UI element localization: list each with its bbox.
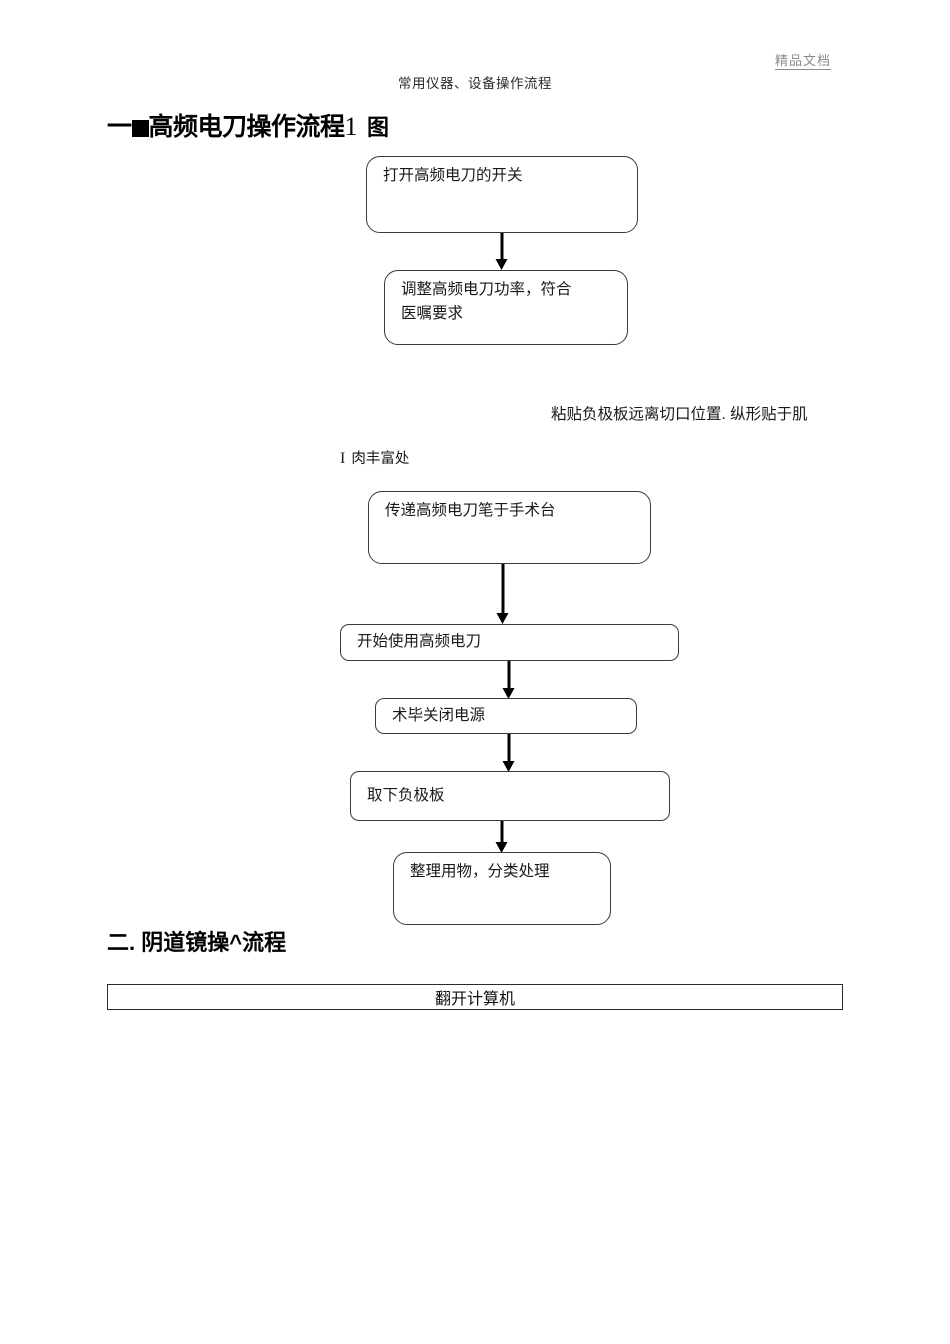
flow-node-label: 打开高频电刀的开关: [383, 167, 523, 184]
document-header: 常用仪器、设备操作流程: [398, 76, 552, 91]
flow-node-deliver-pen[interactable]: 传递高频电刀笔于手术台: [368, 491, 651, 564]
note-text-muscle-area: I 肉丰富处: [340, 447, 409, 468]
flow-node-label: 开始使用高频电刀: [357, 633, 482, 651]
heading-prefix: 一: [107, 113, 132, 141]
flow-node-label: 取下负极板: [367, 786, 445, 804]
watermark-text: 精品文档: [775, 53, 832, 71]
black-square-glyph: [131, 120, 149, 137]
flow-node-open-switch[interactable]: 打开高频电刀的开关: [366, 156, 638, 233]
flow-node-adjust-power[interactable]: 调整高频电刀功率，符合 医嘱要求: [384, 270, 628, 345]
flow-node-power-off[interactable]: 术毕关闭电源: [375, 698, 637, 734]
note-text-electrode-placement: 粘贴负极板远离切口位置. 纵形贴于肌: [551, 406, 808, 423]
heading-number: 1: [344, 112, 358, 141]
flow-node-label: 术毕关闭电源: [392, 706, 486, 724]
note-text: 肉丰富处: [351, 451, 410, 467]
flow-node-label: 翻开计算机: [434, 991, 515, 1008]
section-heading-2: 二. 阴道镜操^流程: [107, 930, 287, 955]
flow-node-label: 传递高频电刀笔于手术台: [385, 502, 556, 519]
heading-trailing-glyph: 图: [367, 115, 389, 140]
flow-node-open-computer[interactable]: 翻开计算机: [107, 984, 843, 1010]
flow-node-label: 整理用物，分类处理: [410, 863, 550, 880]
flow-node-tidy-items[interactable]: 整理用物，分类处理: [393, 852, 611, 925]
flow-node-start-using[interactable]: 开始使用高频电刀: [340, 624, 679, 661]
flow-node-label: 调整高频电刀功率，符合 医嘱要求: [401, 281, 572, 323]
heading-title-text: 高频电刀操作流程: [148, 113, 346, 141]
flow-node-remove-plate[interactable]: 取下负极板: [350, 771, 670, 821]
note-marker-glyph: I: [340, 450, 346, 467]
